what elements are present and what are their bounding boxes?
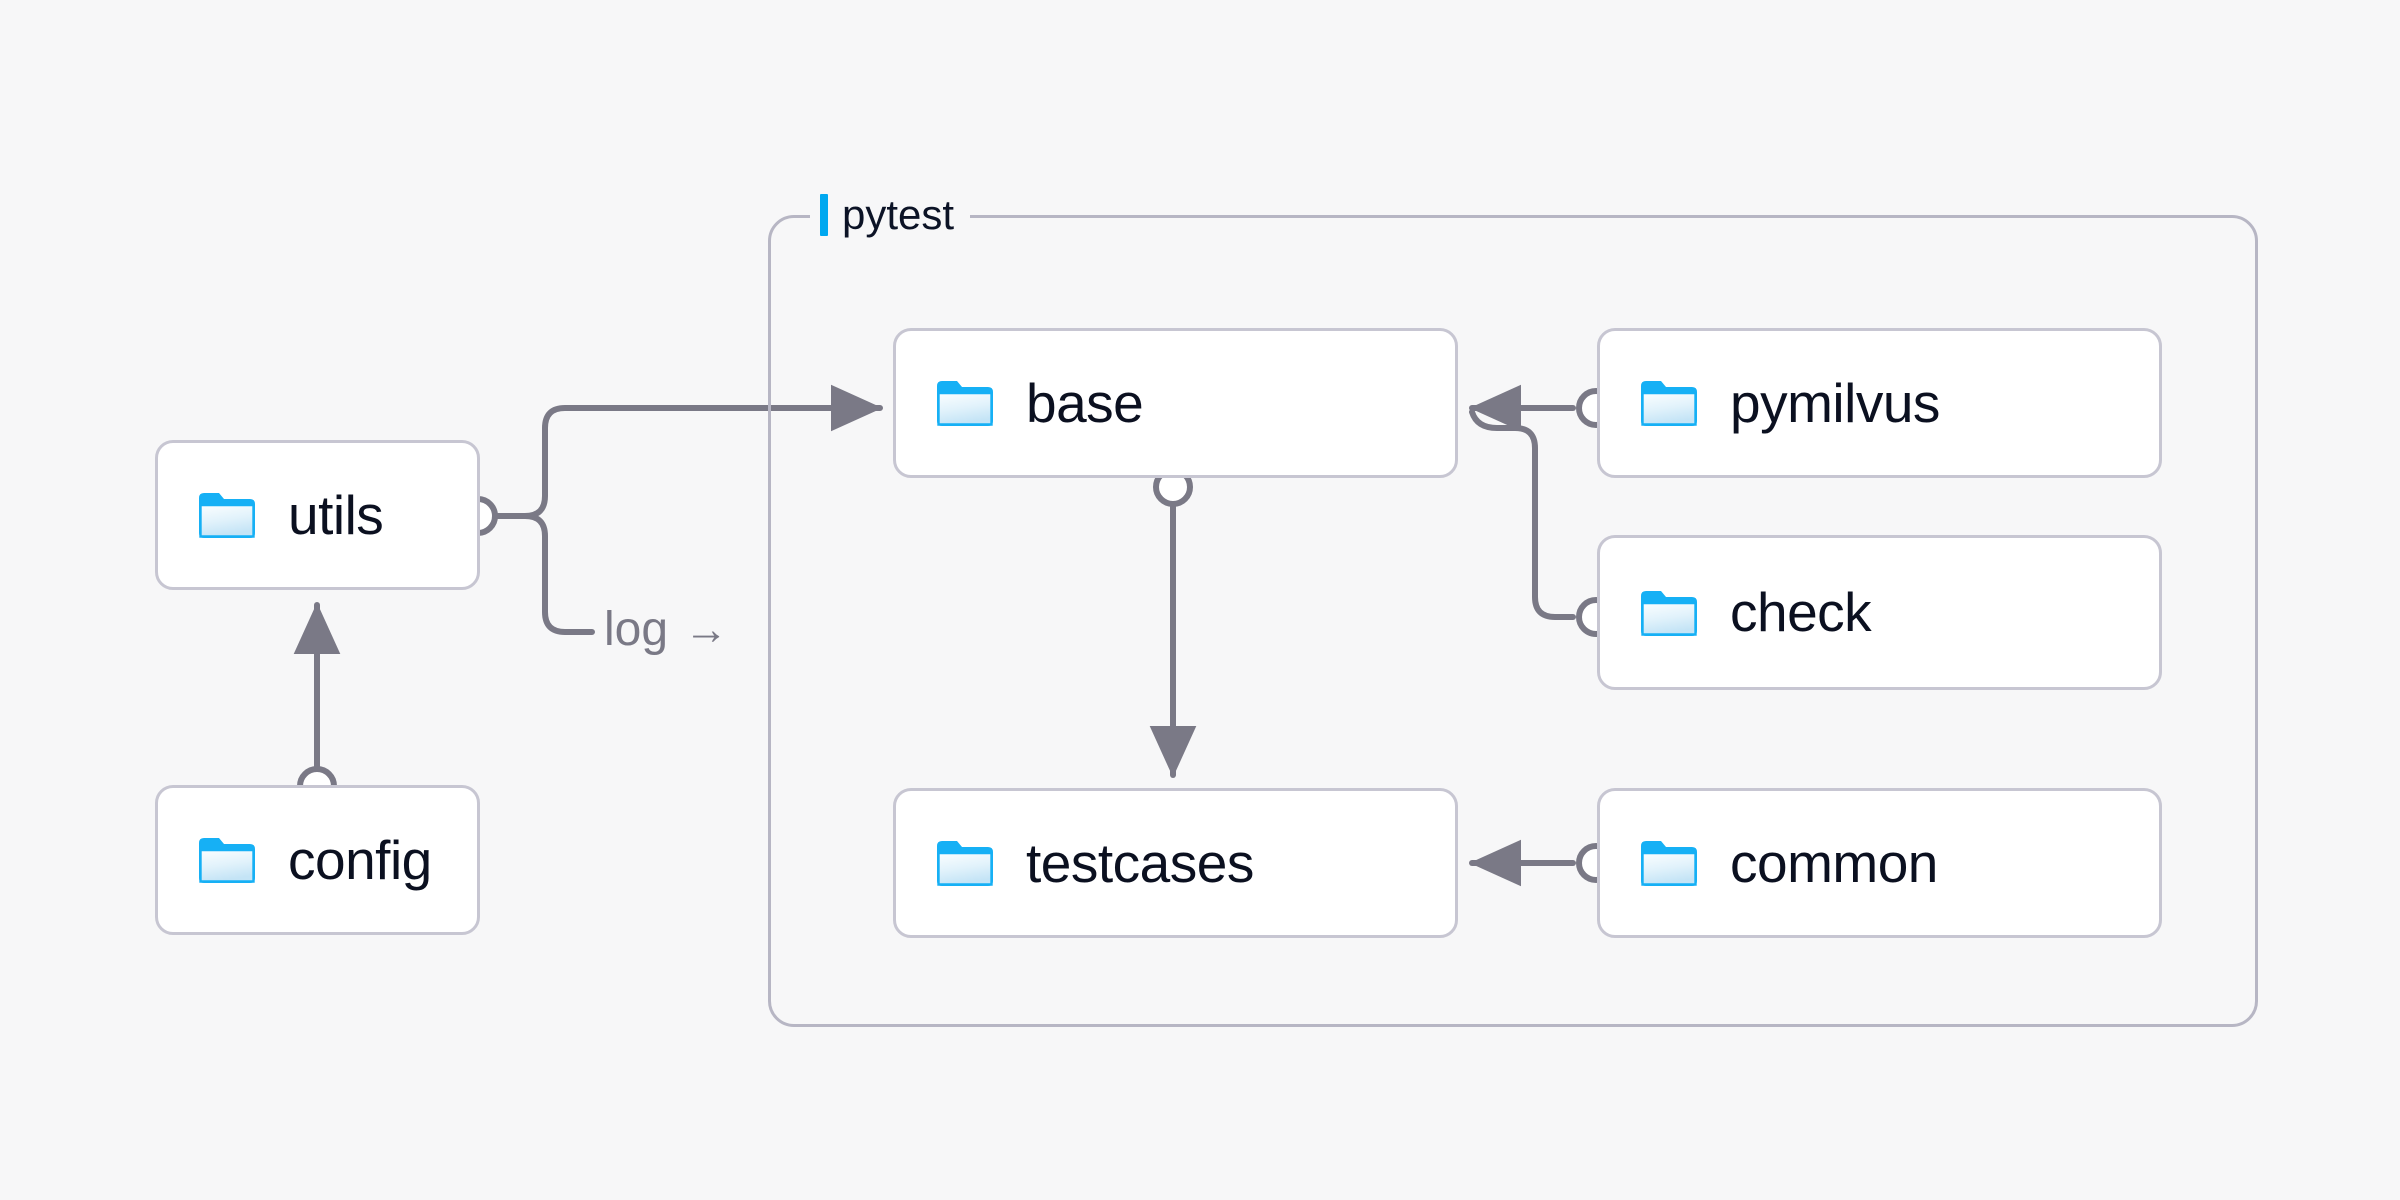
node-common-label: common — [1730, 831, 1938, 894]
group-pytest-label: pytest — [842, 191, 955, 238]
node-utils-label: utils — [288, 483, 384, 546]
node-base[interactable]: base — [893, 328, 1458, 478]
folder-icon — [1641, 841, 1697, 886]
node-testcases-label: testcases — [1026, 831, 1254, 894]
folder-icon — [1641, 590, 1697, 636]
node-utils[interactable]: utils — [155, 440, 480, 590]
edge-label-log-text: log — [604, 603, 669, 656]
folder-icon — [199, 838, 255, 883]
node-pymilvus-label: pymilvus — [1730, 371, 1940, 434]
vertical-bar-accent-icon — [820, 194, 828, 236]
folder-icon — [937, 841, 993, 886]
edge-label-log[interactable]: log → — [604, 606, 728, 654]
node-testcases[interactable]: testcases — [893, 788, 1458, 938]
node-pymilvus[interactable]: pymilvus — [1597, 328, 2162, 478]
node-common[interactable]: common — [1597, 788, 2162, 938]
node-config-label: config — [288, 828, 432, 891]
group-pytest[interactable] — [768, 215, 2258, 1027]
group-pytest-label-wrap: pytest — [810, 189, 971, 241]
node-base-label: base — [1026, 371, 1144, 434]
node-config[interactable]: config — [155, 785, 480, 935]
folder-icon — [199, 493, 255, 538]
node-check[interactable]: check — [1597, 535, 2162, 690]
node-check-label: check — [1730, 581, 1872, 643]
arrow-right-icon: → — [684, 605, 729, 654]
edge-utils-to-log — [494, 513, 595, 635]
folder-icon — [937, 381, 993, 426]
folder-icon — [1641, 381, 1697, 426]
